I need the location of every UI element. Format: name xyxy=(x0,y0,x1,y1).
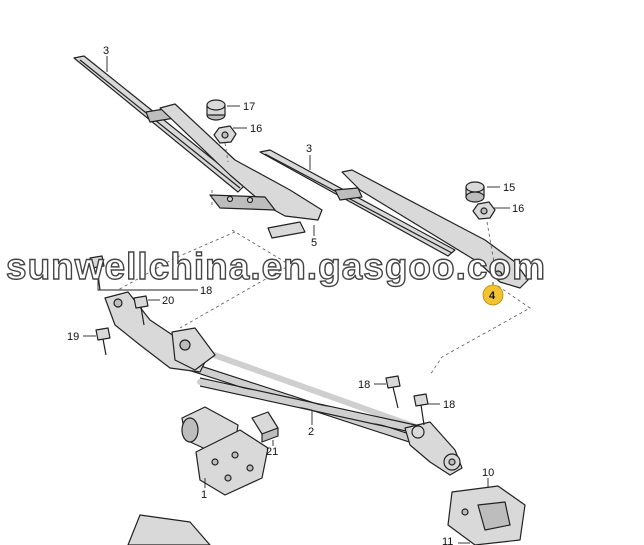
callout-5: 5 xyxy=(311,237,317,249)
nut-16-left xyxy=(213,125,237,144)
bolt-18-right xyxy=(413,393,429,426)
callout-16-right: 16 xyxy=(512,203,524,215)
linkage-frame xyxy=(104,291,463,476)
callout-18-mid: 18 xyxy=(358,379,370,391)
bolt-20 xyxy=(133,295,149,326)
callout-1: 1 xyxy=(201,489,207,501)
callout-18-top: 18 xyxy=(200,285,212,297)
callout-2: 2 xyxy=(308,426,314,438)
callout-17: 17 xyxy=(243,101,255,113)
wiper-blade-right xyxy=(259,149,456,257)
wiper-arm-right xyxy=(341,169,529,289)
callout-4-badge: 4 xyxy=(482,282,504,306)
assembly-lines xyxy=(117,142,531,376)
callout-3-right: 3 xyxy=(306,143,312,155)
cowl-part xyxy=(127,514,211,545)
callout-21: 21 xyxy=(266,446,278,458)
callout-20: 20 xyxy=(162,295,174,307)
callout-15: 15 xyxy=(503,182,515,194)
callout-4: 4 xyxy=(489,290,496,302)
bolt-18-mid xyxy=(385,375,401,409)
callout-18-right: 18 xyxy=(443,399,455,411)
leader-lines xyxy=(83,56,510,544)
callout-labels: 3 17 16 3 15 16 5 18 20 19 18 18 2 21 1 … xyxy=(67,45,524,545)
wiper-blade-left xyxy=(73,55,246,193)
callout-19: 19 xyxy=(67,331,79,343)
wiper-motor xyxy=(181,406,269,496)
nut-16-right xyxy=(472,201,496,220)
bracket-10 xyxy=(447,485,526,545)
bolt-18-top xyxy=(89,255,105,291)
connector-21 xyxy=(251,411,279,443)
bolt-19 xyxy=(95,327,111,356)
callout-16-left: 16 xyxy=(250,123,262,135)
callout-11: 11 xyxy=(442,536,453,545)
watermark-text: sunwellchina.en.gasgoo.com xyxy=(5,245,546,287)
callout-3-left: 3 xyxy=(103,45,109,57)
cap-17 xyxy=(206,99,226,121)
callout-10: 10 xyxy=(482,467,494,479)
cap-15 xyxy=(465,181,485,203)
wiper-arm-left xyxy=(159,103,323,239)
